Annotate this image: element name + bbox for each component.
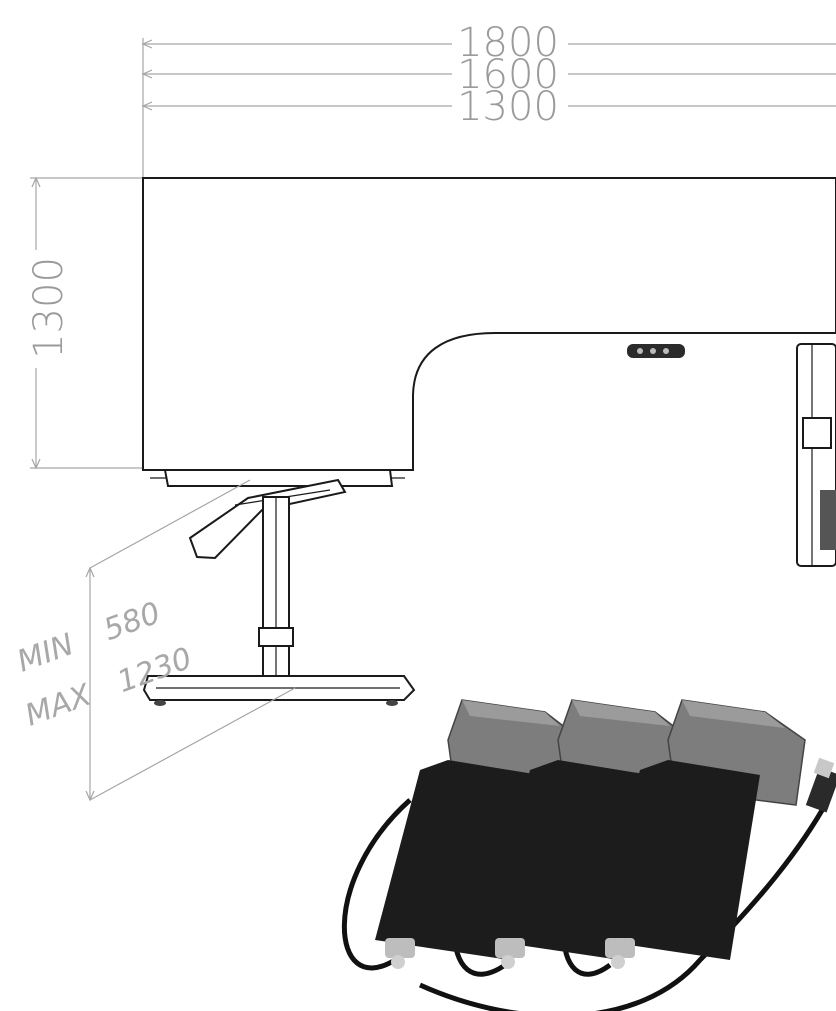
motor-unit-3 bbox=[595, 699, 836, 969]
width-1300-label: 1300 bbox=[457, 84, 559, 130]
height-dimension: MIN 580 MAX 1230 bbox=[13, 479, 296, 802]
control-panel bbox=[627, 344, 685, 358]
depth-dimension: 1300 bbox=[26, 176, 143, 470]
left-leg-frame bbox=[142, 469, 416, 706]
right-leg-frame bbox=[796, 343, 836, 567]
depth-1300-label: 1300 bbox=[26, 257, 72, 359]
height-min-value: 580 bbox=[99, 596, 165, 648]
lift-motors bbox=[341, 699, 836, 1011]
height-max-label: MAX bbox=[21, 677, 97, 733]
cable-connector bbox=[805, 757, 836, 813]
width-dimensions: 1800 1600 1300 bbox=[141, 20, 836, 178]
width-1600-label: 1600 bbox=[457, 52, 559, 98]
desktop-top bbox=[142, 177, 836, 479]
height-min-label: MIN bbox=[13, 627, 79, 679]
width-1800-label: 1800 bbox=[457, 20, 559, 66]
